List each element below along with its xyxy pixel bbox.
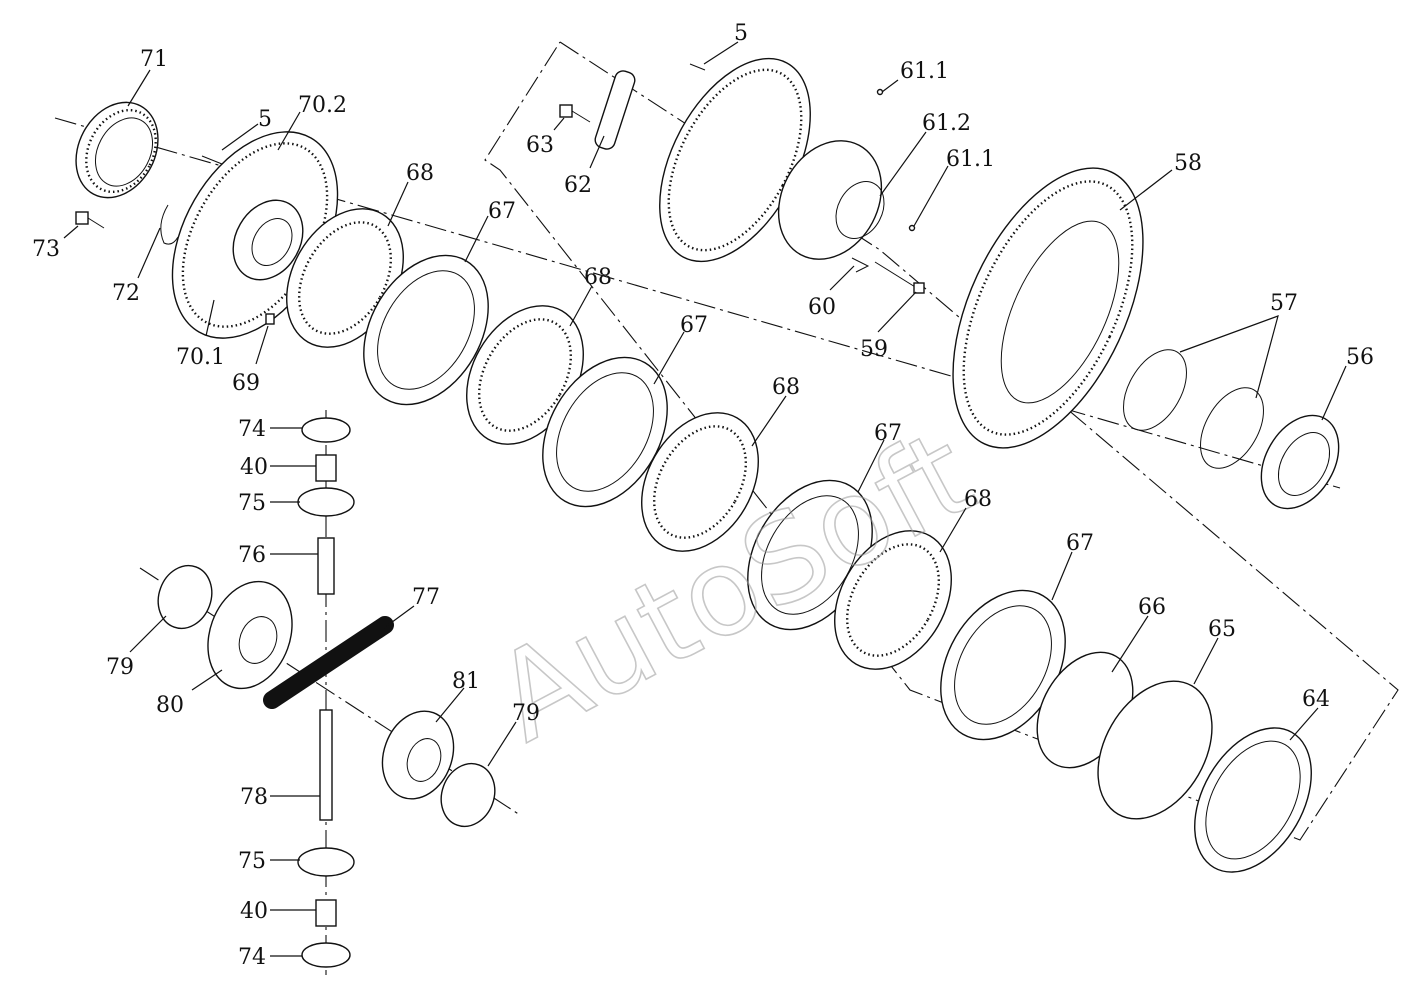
- clip-60: [851, 257, 870, 273]
- circlip-57-2: [1200, 387, 1264, 469]
- bearing-71: [75, 101, 159, 199]
- friction-disc-68-3: [641, 412, 759, 552]
- callout-64: 64: [1302, 687, 1330, 712]
- callout-79-right: 79: [512, 701, 540, 726]
- pin-5-left: [201, 155, 223, 165]
- callout-59: 59: [860, 337, 888, 362]
- thrust-washer-74-bottom: [301, 942, 351, 968]
- callout-5-right: 5: [734, 21, 748, 46]
- spider-gear-75-top: [297, 487, 355, 517]
- thrust-washer-74-top: [301, 417, 351, 443]
- callout-75-top: 75: [238, 491, 266, 516]
- callout-66: 66: [1138, 595, 1166, 620]
- callout-5-left: 5: [258, 107, 272, 132]
- callout-78: 78: [240, 785, 268, 810]
- lever-62: [594, 70, 636, 150]
- friction-disc-68-4: [834, 530, 952, 670]
- bushing-40-bottom: [315, 899, 337, 927]
- steel-plate-67-4: [940, 589, 1066, 741]
- callout-63: 63: [526, 133, 554, 158]
- callout-77: 77: [412, 585, 440, 610]
- callout-81: 81: [452, 669, 480, 694]
- bolt-63: [559, 104, 591, 123]
- callout-65: 65: [1208, 617, 1236, 642]
- callout-58: 58: [1174, 151, 1202, 176]
- differential-case: [659, 57, 885, 263]
- side-gear-80: [207, 580, 293, 690]
- thrust-washer-79-left: [157, 564, 213, 630]
- bearing-56: [1260, 414, 1340, 510]
- callout-79-left: 79: [106, 655, 134, 680]
- callout-80: 80: [156, 693, 184, 718]
- callout-57: 57: [1270, 291, 1298, 316]
- callout-70-1: 70.1: [176, 345, 225, 370]
- callout-72: 72: [112, 281, 140, 306]
- callout-61-2: 61.2: [922, 111, 971, 136]
- plug-61-1-bottom: [908, 224, 916, 232]
- pin-69: [265, 313, 275, 325]
- circlip-57-1: [1123, 349, 1187, 431]
- bearing-64: [1194, 727, 1312, 873]
- callouts: 71 5 70.2 73 72 70.1 69 68 67 68 67 68 6…: [32, 21, 1374, 970]
- ring-65: [1097, 680, 1213, 820]
- steel-plate-67-1: [363, 254, 489, 406]
- callout-73: 73: [32, 237, 60, 262]
- bushing-40-top: [315, 454, 337, 482]
- callout-68-1: 68: [406, 161, 434, 186]
- callout-76: 76: [238, 543, 266, 568]
- callout-75-bottom: 75: [238, 849, 266, 874]
- plug-61-1-top: [876, 88, 884, 96]
- callout-56: 56: [1346, 345, 1374, 370]
- pinion-shaft-78: [319, 709, 333, 821]
- callout-62: 62: [564, 173, 592, 198]
- callout-67-1: 67: [488, 199, 516, 224]
- callout-70-2: 70.2: [298, 93, 347, 118]
- callout-40-bottom: 40: [240, 899, 268, 924]
- callout-67-4: 67: [1066, 531, 1094, 556]
- callout-71: 71: [140, 47, 168, 72]
- spider-gear-75-bottom: [297, 847, 355, 877]
- callout-68-2: 68: [584, 265, 612, 290]
- callout-61-1-top: 61.1: [900, 59, 949, 84]
- side-gear-81: [381, 710, 455, 800]
- bolt-73: [75, 211, 105, 229]
- pinion-shaft-76: [317, 537, 335, 595]
- clip-72: [160, 204, 179, 245]
- callout-67-2: 67: [680, 313, 708, 338]
- callout-40-top: 40: [240, 455, 268, 480]
- callout-67-3: 67: [874, 421, 902, 446]
- thrust-washer-79-right: [440, 762, 496, 828]
- pin-5-right: [689, 63, 706, 71]
- callout-69: 69: [232, 371, 260, 396]
- cross-shaft-77: [263, 616, 394, 709]
- callout-74-bottom: 74: [238, 945, 266, 970]
- callout-74-top: 74: [238, 417, 266, 442]
- ring-gear-58: [952, 167, 1144, 449]
- bolt-59: [874, 261, 925, 294]
- callout-61-1-bottom: 61.1: [946, 147, 995, 172]
- callout-68-4: 68: [964, 487, 992, 512]
- callout-60: 60: [808, 295, 836, 320]
- callout-68-3: 68: [772, 375, 800, 400]
